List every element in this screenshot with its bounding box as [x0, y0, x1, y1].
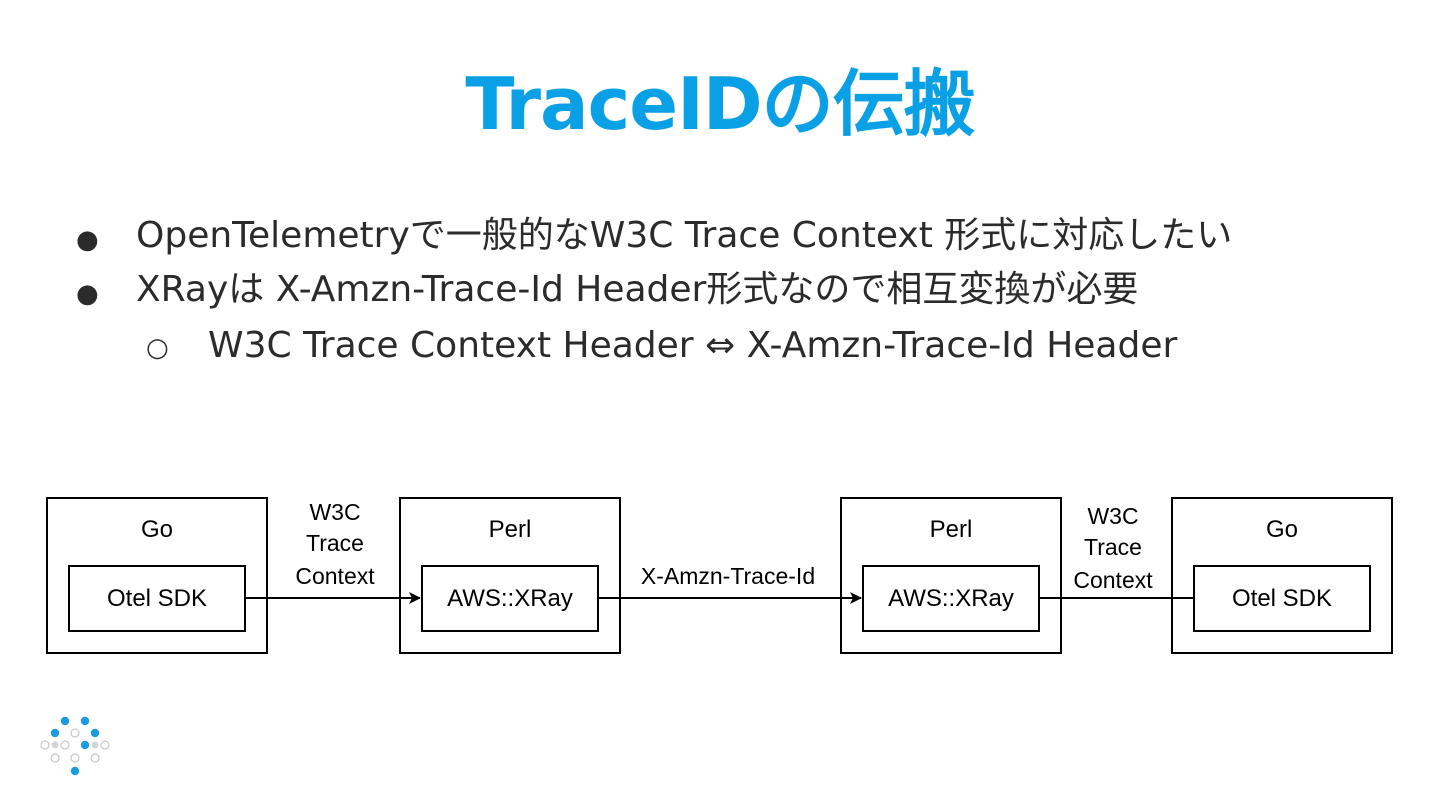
- edge-label-line: Context: [1073, 567, 1153, 593]
- node-outer-label: Go: [141, 516, 173, 543]
- edge-label-line: W3C: [309, 499, 360, 525]
- edge-w3c-right: W3C Trace Context: [1039, 503, 1194, 599]
- edge-w3c-left: W3C Trace Context: [245, 499, 421, 604]
- bullet-item-2: XRayは X-Amzn-Trace-Id Header形式なので相互変換が必要: [136, 269, 1139, 310]
- edge-label-line: Context: [295, 563, 375, 589]
- bullet-marker: ●: [76, 225, 99, 255]
- node-inner-label: Otel SDK: [1232, 585, 1332, 612]
- node-perl-left: Perl AWS::XRay: [399, 497, 621, 654]
- sub-bullet-item-1: W3C Trace Context Header ⇔ X-Amzn-Trace-…: [208, 325, 1178, 366]
- edge-xamzn: X-Amzn-Trace-Id: [598, 563, 862, 604]
- bullet-marker: ●: [76, 279, 99, 309]
- bullet-item-1: OpenTelemetryで一般的なW3C Trace Context 形式に対…: [136, 215, 1233, 256]
- edge-label-line: Trace: [1084, 534, 1142, 560]
- trace-propagation-diagram: Go Otel SDK Perl AWS::XRay Perl AWS::XRa…: [46, 497, 1393, 654]
- node-outer-label: Perl: [930, 516, 973, 543]
- node-inner-label: Otel SDK: [107, 585, 207, 612]
- node-outer-label: Perl: [489, 516, 532, 543]
- dot-logo-icon: [40, 716, 110, 776]
- node-inner-label: AWS::XRay: [447, 585, 573, 612]
- node-outer-label: Go: [1266, 516, 1298, 543]
- node-perl-right: Perl AWS::XRay: [840, 497, 1062, 654]
- node-inner-box: [1193, 565, 1371, 632]
- node-go-left: Go Otel SDK: [46, 497, 268, 654]
- edge-label-bg: [1066, 564, 1162, 592]
- node-go-right: Go Otel SDK: [1171, 497, 1393, 654]
- edge-label-line: W3C: [1087, 503, 1138, 529]
- edge-label-line: X-Amzn-Trace-Id: [641, 563, 815, 589]
- node-inner-box: [862, 565, 1040, 632]
- slide-title: TraceIDの伝搬: [465, 62, 975, 146]
- sub-bullet-marker: ○: [146, 333, 169, 363]
- node-inner-label: AWS::XRay: [888, 585, 1014, 612]
- edge-label-line: Trace: [306, 530, 364, 556]
